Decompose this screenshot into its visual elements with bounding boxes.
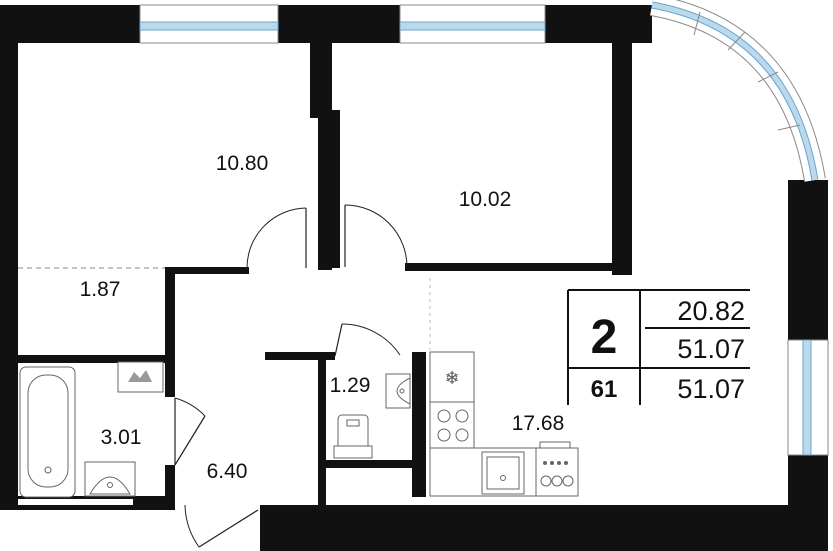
svg-text:❄: ❄	[444, 368, 459, 389]
room-count: 2	[591, 311, 618, 364]
wc-sink	[385, 373, 411, 409]
oven	[535, 441, 579, 497]
window-right	[787, 339, 829, 456]
total-area: 51.07	[677, 334, 745, 364]
window-curved	[649, 0, 826, 182]
total-area-secondary: 51.07	[677, 374, 745, 404]
info-card: 2 61 20.82 51.07 51.07	[567, 289, 750, 405]
room-area-wc: 1.29	[330, 374, 371, 397]
door-entrance	[184, 504, 259, 548]
room-area-bathroom: 3.01	[101, 426, 142, 449]
living-area: 20.82	[677, 296, 745, 326]
floor-number: 61	[591, 376, 618, 403]
kitchen-sink	[481, 451, 525, 495]
interior-walls	[18, 5, 632, 510]
room-area-kitchen-living: 17.68	[512, 412, 565, 435]
door-bathroom	[174, 397, 206, 466]
window-top-middle	[399, 4, 546, 44]
door-wc	[334, 323, 401, 357]
room-area-bedroom-2: 10.02	[459, 188, 512, 211]
window-bottom-left	[18, 499, 133, 505]
washing-machine	[117, 361, 164, 393]
toilet	[333, 414, 373, 459]
fridge: ❄	[429, 351, 475, 403]
bathtub	[19, 366, 76, 498]
door-bedroom-1	[246, 207, 307, 269]
window-top-left	[139, 4, 279, 44]
door-bedroom-2	[344, 204, 408, 268]
room-area-balcony: 1.87	[80, 278, 121, 301]
room-area-bedroom-1: 10.80	[216, 152, 269, 175]
washbasin	[84, 461, 136, 497]
room-area-hallway: 6.40	[207, 460, 248, 483]
cooktop	[429, 401, 475, 449]
